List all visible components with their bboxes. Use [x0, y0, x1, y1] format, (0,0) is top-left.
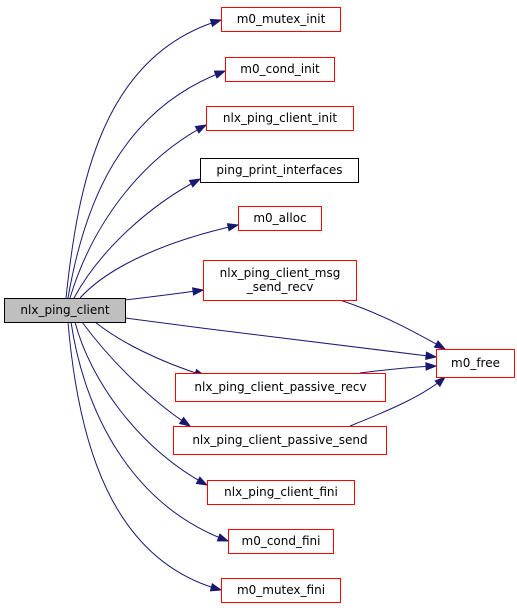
node-label: nlx_ping_client_passive_recv: [194, 380, 366, 394]
node-m0-cond-init[interactable]: m0_cond_init: [225, 57, 335, 82]
edge-line: [81, 321, 191, 427]
edge-nlx_ping_client-to-nlx_ping_client_fini: [74, 321, 209, 486]
node-label: m0_free: [451, 356, 500, 370]
edge-nlx_ping_client-to-nlx_ping_client_passive_recv: [94, 321, 207, 377]
edge-arrowhead: [178, 416, 192, 427]
edge-line: [67, 70, 226, 299]
edge-line: [124, 317, 437, 358]
edges-layer: [65, 18, 447, 592]
edge-arrowhead: [425, 351, 438, 360]
edge-nlx_ping_client-to-m0_mutex_fini: [67, 321, 223, 592]
edge-arrowhead: [213, 70, 227, 79]
node-ping-print-interfaces[interactable]: ping_print_interfaces: [200, 158, 359, 183]
node-box: [200, 158, 359, 183]
edge-arrowhead: [195, 476, 209, 486]
nodes-layer: nlx_ping_client m0_mutex_init m0_cond_init…: [4, 7, 515, 603]
edge-arrowhead: [191, 287, 205, 296]
node-label: ping_print_interfaces: [216, 163, 342, 177]
node-label: m0_mutex_fini: [237, 583, 325, 597]
node-label: m0_cond_fini: [242, 534, 321, 548]
node-nlx-ping-client[interactable]: nlx_ping_client: [4, 298, 126, 323]
edge-arrowhead: [194, 124, 208, 134]
node-box: [238, 206, 322, 231]
node-nlx-ping-client-msg-send-recv[interactable]: nlx_ping_client_msg_send_recv: [203, 260, 357, 301]
edge-nlx_ping_client-to-m0_mutex_init: [65, 18, 223, 299]
node-m0-cond-fini[interactable]: m0_cond_fini: [228, 529, 334, 554]
node-label: m0_mutex_init: [237, 12, 326, 26]
node-label: nlx_ping_client_init: [223, 111, 337, 125]
edge-arrowhead: [209, 18, 223, 28]
edge-arrowhead: [425, 362, 438, 371]
node-box: [228, 529, 334, 554]
node-label: m0_cond_init: [240, 62, 320, 76]
node-label: m0_alloc: [253, 211, 306, 225]
edge-line: [65, 19, 222, 299]
edge-line: [73, 178, 201, 299]
edge-line: [74, 321, 208, 486]
node-m0-alloc[interactable]: m0_alloc: [238, 206, 322, 231]
node-nlx-ping-client-fini[interactable]: nlx_ping_client_fini: [207, 480, 355, 505]
edge-arrowhead: [216, 533, 230, 542]
node-box: [173, 426, 387, 455]
node-box: [203, 260, 357, 301]
edge-nlx_ping_client-to-m0_cond_init: [67, 70, 227, 299]
edge-arrowhead: [226, 223, 240, 232]
node-label: nlx_ping_client_msg: [220, 266, 341, 280]
node-box: [221, 7, 341, 32]
edge-nlx_ping_client-to-m0_cond_fini: [70, 321, 230, 542]
edge-line: [69, 124, 207, 299]
node-nlx-ping-client-init[interactable]: nlx_ping_client_init: [206, 106, 354, 131]
node-box: [225, 57, 335, 82]
edge-line: [67, 321, 222, 591]
node-m0-mutex-init[interactable]: m0_mutex_init: [221, 7, 341, 32]
edge-arrowhead: [434, 376, 447, 388]
edge-line: [359, 365, 437, 374]
node-label: _send_recv: [246, 280, 314, 294]
edge-arrowhead: [209, 583, 223, 592]
node-box: [207, 480, 355, 505]
node-label: nlx_ping_client_passive_send: [192, 433, 367, 447]
edge-line: [79, 224, 239, 299]
node-box: [436, 349, 515, 378]
node-box: [206, 106, 354, 131]
edge-nlx_ping_client_passive_send-to-m0_free: [349, 376, 447, 427]
node-box: [4, 298, 126, 323]
edge-nlx_ping_client-to-nlx_ping_client_passive_send: [81, 321, 192, 427]
edge-line: [70, 321, 229, 542]
edge-nlx_ping_client_passive_recv-to-m0_free: [359, 362, 438, 374]
edge-arrowhead: [188, 178, 202, 188]
node-m0-mutex-fini[interactable]: m0_mutex_fini: [221, 578, 341, 603]
edge-nlx_ping_client-to-m0_alloc: [79, 223, 240, 299]
node-label: nlx_ping_client: [20, 303, 109, 317]
edge-line: [124, 289, 204, 301]
edge-line: [339, 299, 446, 350]
edge-nlx_ping_client-to-nlx_ping_client_init: [69, 124, 208, 299]
node-box: [221, 578, 341, 603]
node-nlx-ping-client-passive-recv[interactable]: nlx_ping_client_passive_recv: [175, 373, 386, 402]
edge-arrowhead: [433, 340, 447, 350]
edge-nlx_ping_client-to-nlx_ping_client_msg_send_recv: [124, 287, 205, 301]
node-label: nlx_ping_client_fini: [224, 485, 338, 499]
edge-nlx_ping_client-to-ping_print_interfaces: [73, 178, 202, 299]
node-box: [175, 373, 386, 402]
node-nlx-ping-client-passive-send[interactable]: nlx_ping_client_passive_send: [173, 426, 387, 455]
node-m0-free[interactable]: m0_free: [436, 349, 515, 378]
edge-nlx_ping_client_msg_send_recv-to-m0_free: [339, 299, 447, 350]
edge-line: [94, 321, 206, 377]
edge-nlx_ping_client-to-m0_free: [124, 317, 438, 360]
